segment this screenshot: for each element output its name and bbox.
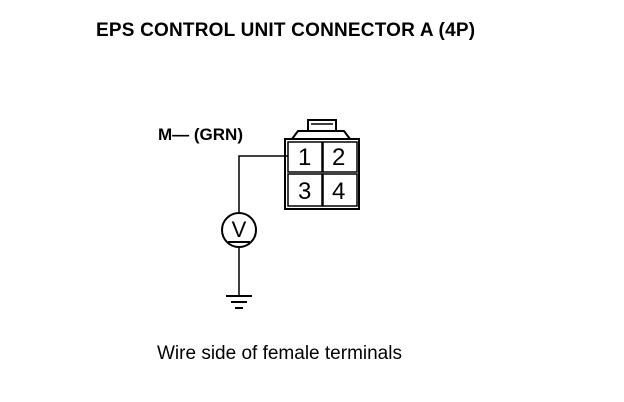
pin-number-2: 2 (332, 144, 345, 171)
pin-cavity-1 (287, 141, 323, 173)
diagram-caption: Wire side of female terminals (157, 343, 402, 364)
pin-cavity-4 (322, 173, 358, 207)
connector-latch (307, 119, 337, 132)
voltmeter-symbol: V (232, 217, 247, 242)
connector-housing (284, 138, 360, 210)
test-lead-wire (238, 155, 288, 212)
pin-cavity-3 (287, 173, 323, 207)
diagram-title: EPS CONTROL UNIT CONNECTOR A (4P) (96, 20, 476, 41)
pin-cavity-2 (322, 141, 358, 173)
pin-number-4: 4 (332, 178, 345, 205)
connector-shoulder (291, 130, 351, 140)
voltmeter-icon: V (221, 212, 257, 248)
pin-number-3: 3 (298, 178, 311, 205)
ground-icon (226, 295, 252, 309)
pin-number-1: 1 (298, 144, 311, 171)
wire-label: M— (GRN) (158, 125, 243, 144)
connector-4p (284, 119, 360, 210)
